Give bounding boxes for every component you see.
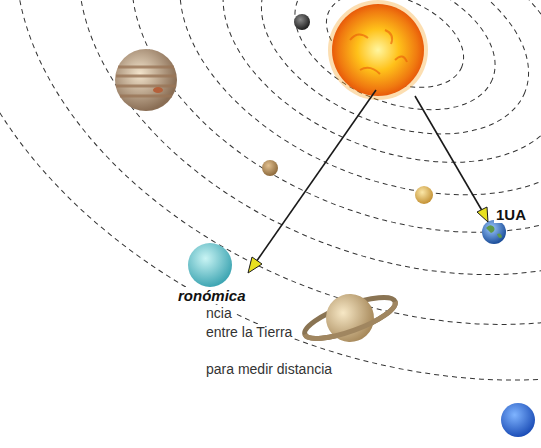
definition-text: entre la Tierra <box>204 324 294 341</box>
definition-text: ncia <box>204 305 234 322</box>
earth <box>482 220 506 244</box>
saturn <box>297 279 404 357</box>
term-heading: ronómica <box>176 287 248 304</box>
neptune <box>501 403 535 437</box>
sun <box>328 0 428 100</box>
mercury <box>294 14 310 30</box>
distance-label: 1UA <box>494 206 528 223</box>
jupiter <box>115 49 177 111</box>
au-arrow <box>415 96 488 222</box>
venus <box>415 186 433 204</box>
distance-arrow <box>248 90 376 273</box>
definition-text: para medir distancia <box>204 361 334 378</box>
uranus <box>188 243 232 287</box>
mars <box>262 160 278 176</box>
